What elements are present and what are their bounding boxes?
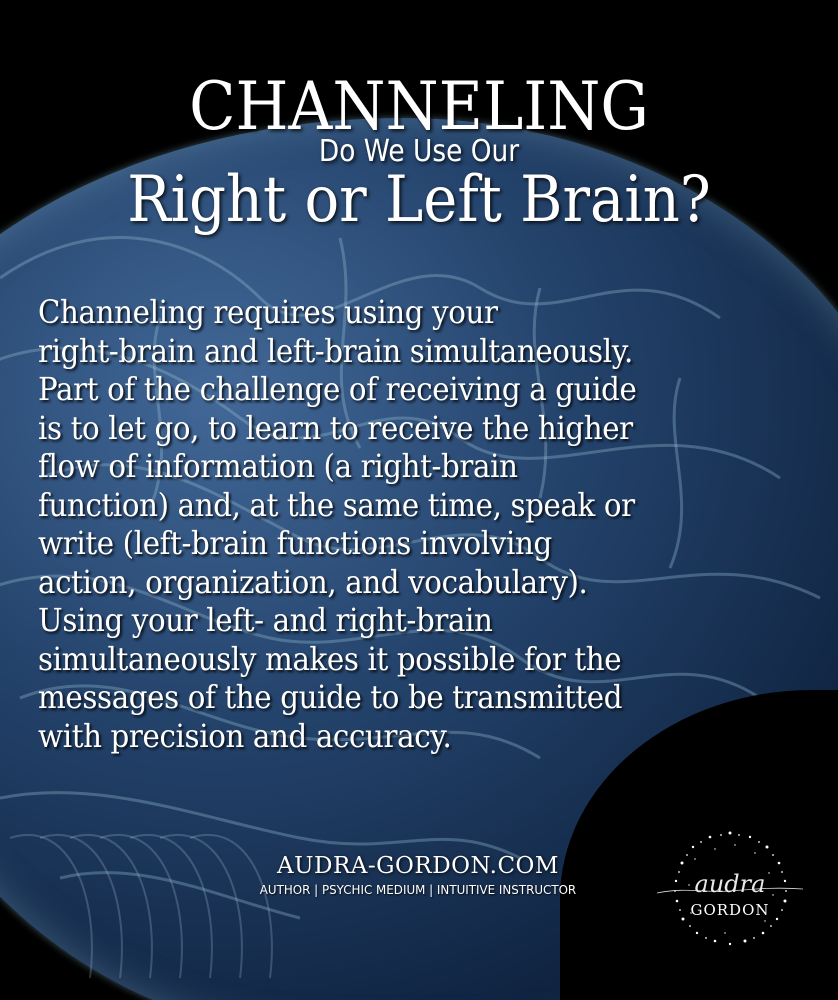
footer: AUDRA-GORDON.COM AUTHOR | PSYCHIC MEDIUM…	[232, 852, 604, 898]
body-line: write (left-brain functions involving	[38, 526, 552, 562]
logo: audra GORDON	[655, 825, 805, 950]
body-line: Using your left- and right-brain	[38, 603, 493, 639]
logo-name: GORDON	[690, 901, 770, 919]
body-line: flow of information (a right-brain	[38, 449, 518, 485]
title-block: CHANNELING Do We Use Our Right or Left B…	[0, 68, 838, 237]
body-line: Channeling requires using your	[38, 295, 498, 331]
logo-script: audra	[694, 870, 766, 898]
body-line: messages of the guide to be transmitted	[38, 680, 623, 716]
body-line: is to let go, to learn to receive the hi…	[38, 410, 633, 447]
body-line: with precision and accuracy.	[38, 718, 452, 755]
body-line: simultaneously makes it possible for the	[38, 641, 622, 678]
body-line: function) and, at the same time, speak o…	[38, 487, 635, 524]
website-link[interactable]: AUDRA-GORDON.COM	[277, 853, 559, 879]
sparkle-wreath-icon	[656, 831, 804, 946]
question-title: Right or Left Brain?	[127, 163, 711, 237]
body-line: Part of the challenge of receiving a gui…	[38, 372, 637, 408]
tagline: AUTHOR | PSYCHIC MEDIUM | INTUITIVE INST…	[259, 882, 577, 897]
body-line: right-brain and left-brain simultaneousl…	[38, 333, 633, 370]
brain-folds-graphic	[0, 236, 821, 979]
main-title: CHANNELING	[189, 68, 649, 145]
brain-image	[0, 118, 838, 1000]
body-line: action, organization, and vocabulary).	[38, 564, 588, 601]
body-paragraph: Channeling requires using your right-bra…	[38, 294, 838, 756]
subtitle: Do We Use Our	[318, 134, 520, 169]
